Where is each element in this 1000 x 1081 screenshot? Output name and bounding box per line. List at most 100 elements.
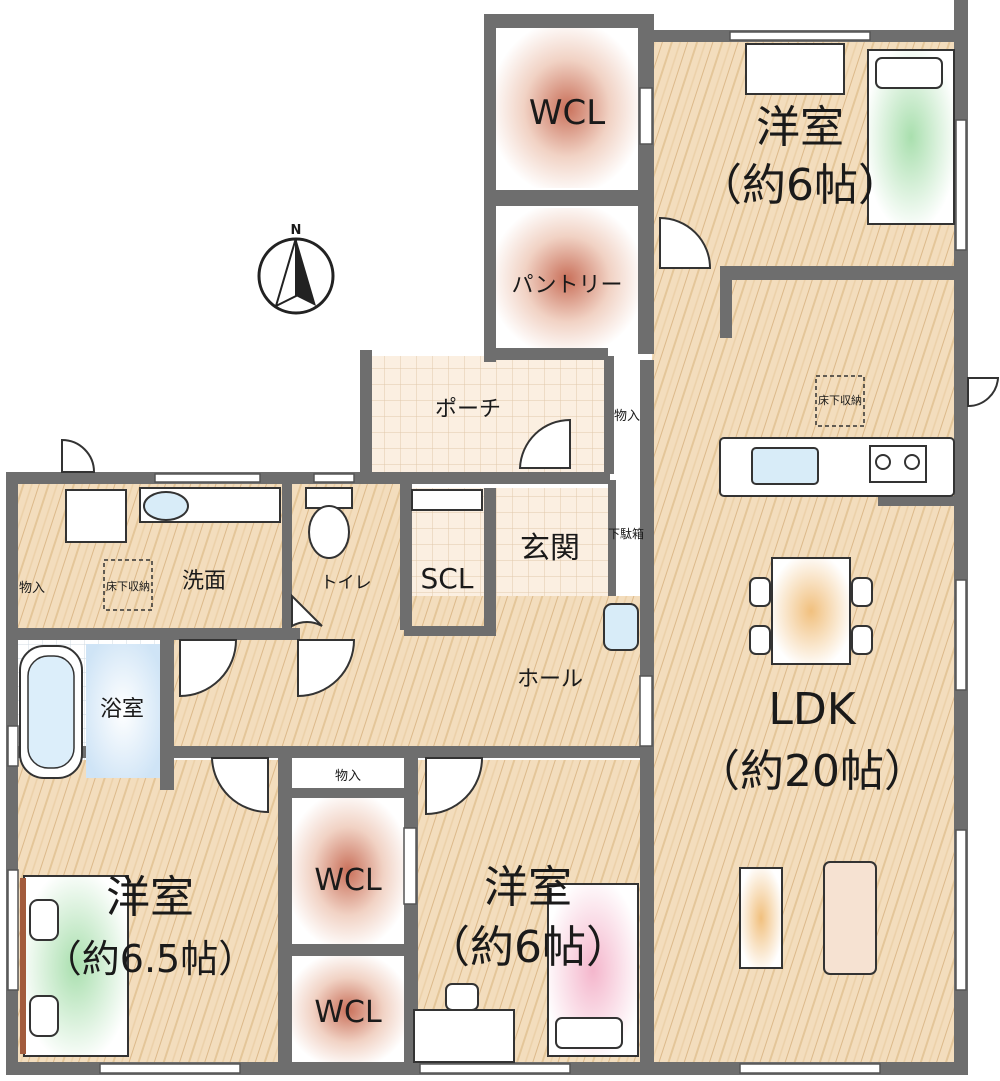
wall: [484, 348, 608, 360]
ldk-size: （約20帖）: [696, 746, 928, 797]
window: [7, 869, 19, 991]
headboard: [20, 878, 26, 1054]
compass-arrow-icon: [296, 238, 316, 306]
underfloor-ldk-label: 床下収納: [818, 393, 862, 407]
storage-mid-label: 物入: [335, 769, 361, 784]
window: [955, 119, 967, 251]
window: [739, 1063, 881, 1074]
window: [313, 473, 355, 483]
wall: [484, 488, 496, 628]
bath-label: 浴室: [100, 697, 144, 722]
stove-burner: [875, 454, 891, 470]
wcl-low-fill: [290, 956, 406, 1064]
wcl-low-label: WCL: [314, 995, 382, 1030]
bedroom-s-size: （約6帖）: [426, 922, 630, 973]
underfloor-wash-label: 床下収納: [106, 579, 150, 593]
pillow: [555, 1017, 623, 1049]
chair: [851, 577, 873, 607]
underfloor-box-ldk: [815, 375, 865, 427]
washing-machine: [65, 489, 127, 543]
pillow: [875, 57, 943, 89]
pantry-fill: [496, 208, 638, 350]
wall: [278, 750, 292, 1064]
washroom-label: 洗面: [182, 569, 226, 594]
scl-label: SCL: [421, 562, 474, 595]
wall: [720, 266, 732, 338]
door-entrance: [518, 418, 571, 469]
compass: N: [257, 223, 335, 315]
window: [7, 725, 19, 767]
door-washroom: [179, 639, 238, 698]
chair: [749, 577, 771, 607]
wall: [954, 0, 968, 1075]
wall: [400, 480, 412, 630]
window: [955, 579, 967, 691]
wall: [496, 190, 638, 206]
sofa: [823, 861, 877, 975]
bathtub-inner: [27, 655, 75, 769]
bedroom-sw-size: （約6.5帖）: [44, 937, 256, 981]
toilet-bowl: [308, 505, 350, 559]
wall: [16, 746, 644, 758]
window: [403, 827, 417, 905]
labels: WCL パントリー 洋室 （約6帖） ポーチ 物入 床下収納 洗面 床下収納 物…: [19, 93, 928, 1030]
wall: [360, 350, 372, 474]
window: [639, 87, 653, 145]
wall: [878, 496, 956, 506]
stove-burner: [904, 454, 920, 470]
window: [154, 473, 261, 483]
wall: [290, 788, 406, 798]
wcl-top-fill: [496, 28, 638, 188]
door-bedroom-ne: [659, 216, 712, 269]
wash-basin: [143, 491, 189, 521]
bedroom-sw-name: 洋室: [106, 872, 194, 923]
bath-wash-area: [86, 644, 160, 778]
window: [419, 1063, 571, 1074]
door-bedroom-sw: [210, 757, 269, 814]
underfloor-box-wash: [103, 559, 153, 611]
compass-arrow-half: [274, 237, 297, 308]
storage-wash-label: 物入: [19, 581, 45, 596]
storage-porch-label: 物入: [614, 409, 640, 424]
wall: [604, 356, 614, 474]
bedroom-ne-name: 洋室: [756, 102, 844, 153]
storage-mid-floor: [290, 756, 406, 790]
fixtures: [19, 43, 955, 1063]
chair: [851, 625, 873, 655]
pillow: [29, 995, 59, 1037]
wall: [282, 480, 292, 632]
door-toilet: [291, 593, 323, 628]
stove: [869, 445, 927, 483]
wcl-top-label: WCL: [529, 93, 605, 133]
wall: [608, 480, 616, 596]
ldk-name: LDK: [768, 684, 856, 735]
entrance-label: 玄関: [520, 531, 580, 566]
door-outside: [61, 438, 96, 473]
toilet-label: トイレ: [321, 573, 372, 593]
desk-ne: [745, 43, 845, 95]
chair: [749, 625, 771, 655]
dining-table: [771, 557, 851, 665]
scl-shelf: [411, 489, 483, 511]
wall: [484, 14, 496, 362]
hall-label: ホール: [517, 667, 583, 692]
entrance-floor: [492, 488, 610, 596]
wall: [720, 266, 954, 280]
window: [639, 675, 653, 747]
porch-label: ポーチ: [435, 397, 501, 422]
window: [99, 1063, 241, 1074]
wall: [16, 628, 300, 640]
compass-north-label: N: [291, 223, 302, 238]
wall: [638, 14, 654, 354]
pantry-label: パントリー: [511, 273, 622, 298]
wcl-mid-label: WCL: [314, 863, 382, 898]
desk-s: [413, 1009, 515, 1063]
wall: [160, 630, 174, 790]
coffee-table: [739, 867, 783, 969]
bedroom-ne-size: （約6帖）: [698, 160, 902, 211]
door-ldk-outside: [967, 377, 1000, 408]
wall: [404, 626, 496, 636]
bedroom-s-name: 洋室: [484, 862, 572, 913]
ldk-floor: [652, 272, 958, 1064]
